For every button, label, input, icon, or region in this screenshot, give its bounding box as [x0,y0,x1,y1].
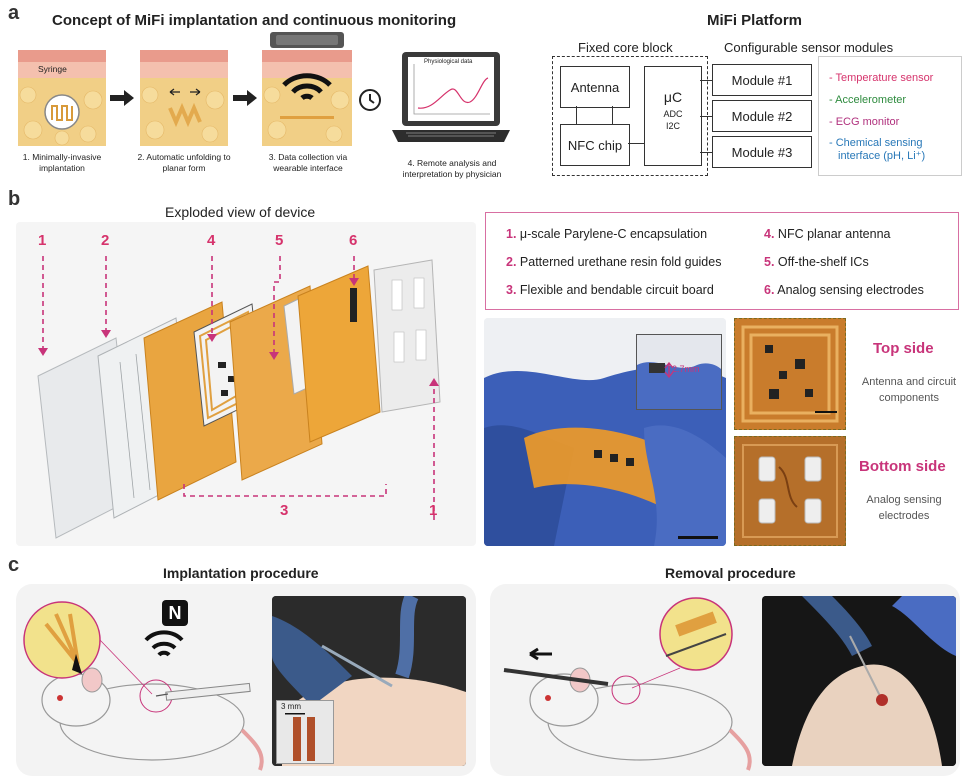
zoom-inset [636,334,722,410]
configurable-label: Configurable sensor modules [724,40,894,55]
connector [700,80,712,81]
step-2-caption: 2. Automatic unfolding to planar form [137,152,231,173]
uc-label: μC [663,89,683,105]
nfc-icon: N [162,600,188,626]
connector [700,152,712,153]
device-hand-photo [484,318,726,546]
layer-number-5: 5 [275,232,284,249]
platform-title: MiFi Platform [707,12,803,29]
layer-number-6: 6 [349,232,358,249]
bottom-side-photo [734,436,846,546]
sensor-temperature: - Temperature sensor [829,72,934,84]
legend-item-3: 3. Flexible and bendable circuit board [506,283,714,297]
top-side-title: Top side [873,340,934,357]
legend-item-4: 4. NFC planar antenna [764,227,891,241]
tissue-step-2 [140,50,228,146]
connector [628,143,644,144]
step-4-caption: 4. Remote analysis and interpretation by… [402,158,502,179]
concept-title: Concept of MiFi implantation and continu… [52,12,457,29]
inset-scale: 2.7mm [672,364,700,374]
sensor-chemical-cont: interface (pH, Li⁺) [838,150,926,162]
microcontroller-box: μC ADC I2C [644,66,702,166]
top-side-desc: Antenna and circuit components [861,376,957,404]
removal-photo [762,596,956,766]
connector [612,106,613,124]
module-3-box: Module #3 [712,136,812,168]
layer-number-1-bottom: 1 [429,502,438,519]
layer-number-3: 3 [280,502,289,519]
fixed-core-label: Fixed core block [578,40,673,55]
sensor-list-box: - Temperature sensor - Accelerometer - E… [818,56,962,176]
adc-label: ADC [663,109,683,119]
arrow-right-icon [110,90,134,111]
layer-number-2: 2 [101,232,110,249]
implant-title: Implantation procedure [163,565,319,581]
clock-icon [358,88,382,117]
legend-item-6: 6. Analog sensing electrodes [764,283,924,297]
i2c-label: I2C [665,121,680,131]
layer-number-1: 1 [38,232,47,249]
connector [700,116,712,117]
antenna-box: Antenna [560,66,630,108]
connector [576,106,577,124]
panel-a-letter: a [8,2,20,24]
panel-b-letter: b [8,188,21,210]
bottom-side-desc: Analog sensing electrodes [866,494,942,522]
inset-scale-label: 3 mm [281,702,301,711]
top-side-photo [734,318,846,430]
panel-c-letter: c [8,554,20,576]
sensor-list: - Temperature sensor - Accelerometer - E… [829,67,961,163]
module-2-box: Module #2 [712,100,812,132]
legend-item-2: 2. Patterned urethane resin fold guides [506,255,722,269]
step-3-caption: 3. Data collection via wearable interfac… [268,152,348,173]
exploded-view [16,222,476,546]
exploded-title: Exploded view of device [165,204,316,220]
legend-item-5: 5. Off-the-shelf ICs [764,255,869,269]
tissue-step-1 [18,50,106,146]
sensor-accelerometer: - Accelerometer [829,94,907,106]
tissue-step-3 [262,30,352,146]
syringe-label: Syringe [38,64,67,74]
sensor-chemical: - Chemical sensing [829,137,923,149]
legend-item-1: 1. μ-scale Parylene-C encapsulation [506,227,708,241]
laptop-icon [392,50,510,152]
laptop-screen-label: Physiological data [424,59,473,65]
nfc-chip-box: NFC chip [560,124,630,166]
module-1-box: Module #1 [712,64,812,96]
sensor-ecg: - ECG monitor [829,116,900,128]
layer-legend: 1. μ-scale Parylene-C encapsulation 2. P… [485,212,959,310]
arrow-right-icon [233,90,257,111]
implant-inset [276,700,334,764]
step-1-caption: 1. Minimally-invasive implantation [22,152,102,173]
removal-title: Removal procedure [665,565,796,581]
layer-number-4: 4 [207,232,216,249]
bottom-side-title: Bottom side [859,458,946,475]
